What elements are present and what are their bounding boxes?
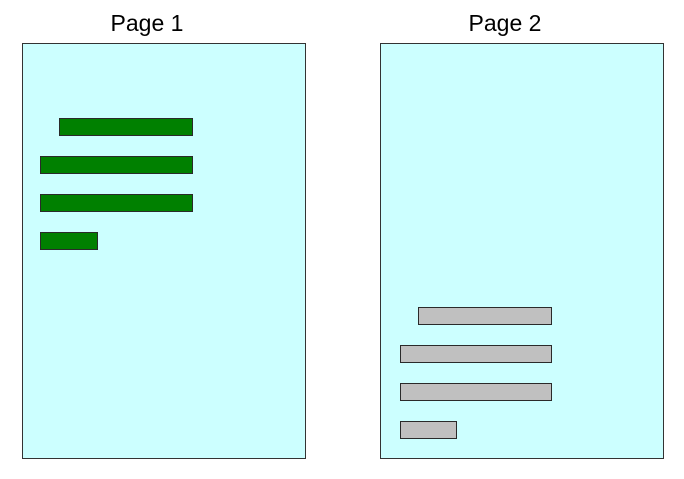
page-1-bar <box>59 118 193 136</box>
page-2-bar <box>400 383 552 401</box>
page-1-title: Page 1 <box>110 10 184 36</box>
page-2-bar <box>418 307 552 325</box>
page-1-bar <box>40 194 193 212</box>
page-1-bar <box>40 156 193 174</box>
page-1-bar <box>40 232 98 250</box>
page-2-title: Page 2 <box>468 10 542 36</box>
page-2 <box>380 43 664 459</box>
page-2-bar <box>400 421 457 439</box>
page-1 <box>22 43 306 459</box>
page-2-bar <box>400 345 552 363</box>
